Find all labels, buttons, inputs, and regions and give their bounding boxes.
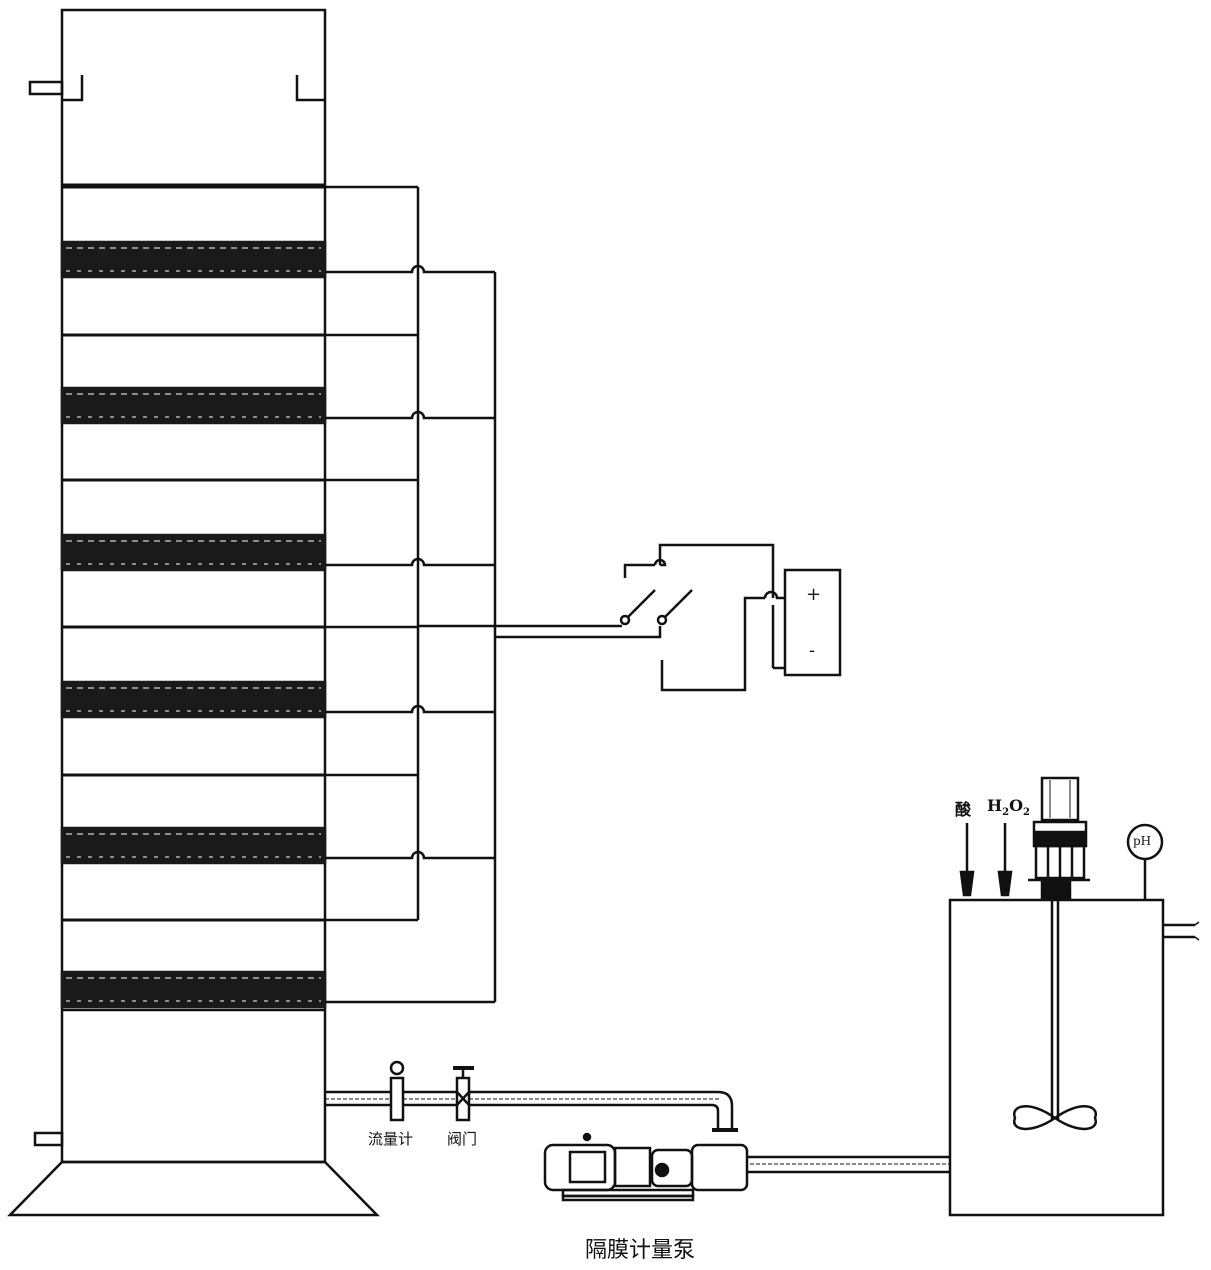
h2o2-label: H2O2 — [987, 796, 1030, 818]
particle-electrode-layer — [62, 972, 325, 1007]
acid-label: 酸 — [955, 796, 971, 820]
electrode-layers — [62, 187, 325, 1007]
wire-hop — [325, 852, 495, 858]
wire-hop — [325, 412, 495, 418]
pipe-column-to-pump — [325, 1092, 732, 1130]
particle-electrode-layer — [62, 388, 325, 423]
pipe-tank-to-pump — [748, 1157, 950, 1172]
particle-electrode-layer — [62, 682, 325, 717]
valve — [453, 1068, 474, 1120]
wire-hop — [325, 266, 495, 272]
flowmeter — [391, 1062, 403, 1120]
ph-label: pH — [1133, 834, 1151, 848]
particle-electrode-layer — [62, 242, 325, 277]
wire-hop — [325, 559, 495, 565]
wire-hop — [325, 706, 495, 712]
electrode-wiring — [62, 187, 495, 1002]
negative-terminal-label: - — [809, 640, 815, 661]
positive-terminal-label: + — [806, 584, 821, 605]
flowmeter-label: 流量计 — [368, 1128, 413, 1149]
acid-inlet — [961, 823, 973, 895]
pump-label: 隔膜计量泵 — [585, 1232, 695, 1264]
stirrer-motor — [1028, 778, 1090, 898]
valve-label: 阀门 — [447, 1128, 477, 1149]
particle-electrode-layer — [62, 535, 325, 570]
particle-electrode-layer — [62, 828, 325, 863]
reactor-column — [10, 10, 377, 1215]
h2o2-inlet — [999, 823, 1011, 895]
double-switch[interactable] — [418, 545, 785, 690]
diaphragm-metering-pump — [545, 1130, 747, 1200]
mixing-tank — [950, 895, 1199, 1215]
